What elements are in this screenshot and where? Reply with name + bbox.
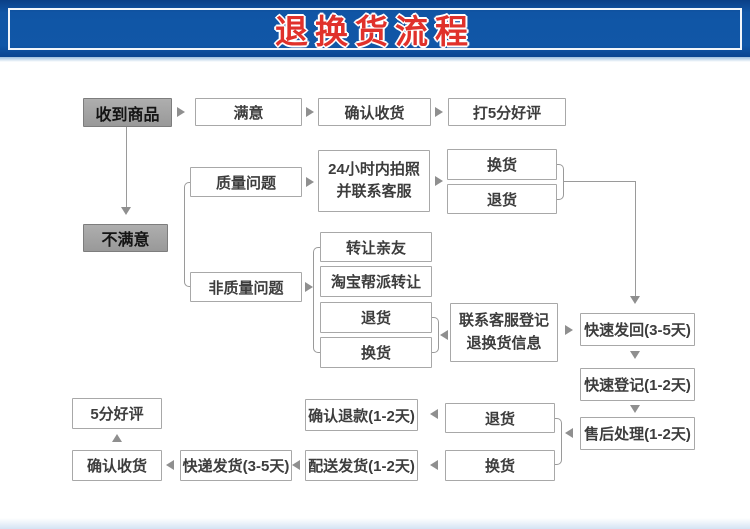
node-rate-5-star: 打5分好评 <box>448 98 566 126</box>
node-exchange-quality: 换货 <box>447 149 557 180</box>
node-return-non-quality: 退货 <box>320 302 432 333</box>
arrow-left-icon <box>440 330 448 340</box>
arrow-left-icon <box>166 460 174 470</box>
arrow-right-icon <box>306 107 314 117</box>
node-satisfied: 满意 <box>195 98 302 126</box>
node-express-delivery: 快递发货(3-5天) <box>180 450 292 481</box>
bracket-right <box>432 317 439 353</box>
node-contact-cs: 联系客服登记 退换货信息 <box>450 303 558 362</box>
bracket-left <box>184 182 191 287</box>
node-exchange-non-quality: 换货 <box>320 337 432 368</box>
arrow-left-icon <box>565 428 573 438</box>
node-transfer-friends: 转让亲友 <box>320 232 432 262</box>
arrow-right-icon <box>305 282 313 292</box>
node-photo-24h: 24小时内拍照 并联系客服 <box>318 150 430 212</box>
node-fast-send-back: 快速发回(3-5天) <box>580 313 695 346</box>
node-contact-cs-line2: 退换货信息 <box>466 334 542 352</box>
node-confirm-receipt-top: 确认收货 <box>318 98 431 126</box>
node-photo-24h-line2: 并联系客服 <box>336 183 412 200</box>
arrow-left-icon <box>430 460 438 470</box>
node-confirm-refund: 确认退款(1-2天) <box>305 399 418 431</box>
bracket-right <box>555 418 562 465</box>
arrow-right-icon <box>306 177 314 187</box>
node-return-bottom: 退货 <box>445 403 555 433</box>
node-taobao-transfer: 淘宝帮派转让 <box>320 266 432 297</box>
arrow-right-icon <box>435 176 443 186</box>
page-title: 退换货流程 <box>275 12 475 50</box>
node-five-star-review: 5分好评 <box>72 398 162 429</box>
arrow-up-icon <box>112 434 122 442</box>
node-fast-register: 快速登记(1-2天) <box>580 368 695 401</box>
node-confirm-receipt-bottom: 确认收货 <box>72 450 162 481</box>
header-banner: 退换货流程 <box>0 0 750 57</box>
connector-line <box>635 181 636 298</box>
arrow-down-icon <box>630 296 640 304</box>
node-photo-24h-line1: 24小时内拍照 <box>328 160 420 178</box>
arrow-right-icon <box>565 325 573 335</box>
arrow-down-icon <box>630 405 640 413</box>
node-unsatisfied: 不满意 <box>83 224 168 252</box>
node-received-goods: 收到商品 <box>83 98 172 127</box>
banner-inner-border <box>8 8 742 50</box>
node-dispatch-delivery: 配送发货(1-2天) <box>305 450 418 481</box>
connector-line <box>126 127 127 209</box>
arrow-down-icon <box>630 351 640 359</box>
bracket-left <box>313 247 320 353</box>
bracket-right <box>557 164 564 200</box>
banner-fade <box>0 57 750 62</box>
node-quality-issue: 质量问题 <box>190 167 302 197</box>
connector-line <box>563 181 635 182</box>
arrow-right-icon <box>435 107 443 117</box>
arrow-down-icon <box>121 207 131 215</box>
node-contact-cs-line1: 联系客服登记 <box>458 312 549 329</box>
node-exchange-bottom: 换货 <box>445 450 555 481</box>
node-non-quality-issue: 非质量问题 <box>190 272 302 302</box>
bottom-band <box>0 518 750 529</box>
arrow-right-icon <box>177 107 185 117</box>
arrow-left-icon <box>292 460 300 470</box>
node-return-quality: 退货 <box>447 184 557 214</box>
arrow-left-icon <box>430 409 438 419</box>
node-after-sales: 售后处理(1-2天) <box>580 417 695 450</box>
